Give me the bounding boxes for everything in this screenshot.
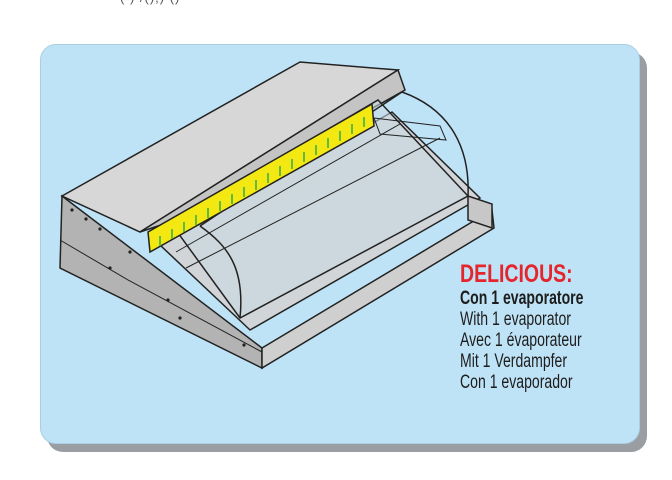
model-caption: DELICIOUS: Con 1 evaporatore With 1 evap… (460, 262, 640, 394)
base-front-face (261, 208, 495, 370)
glass-back-curve (401, 91, 469, 197)
caption-line-french: Avec 1 évaporateur (460, 330, 582, 351)
right-end-cap (467, 194, 493, 230)
evaporator-fins (159, 117, 365, 246)
glass-front-curve (199, 225, 242, 319)
tray-inner-plate (373, 117, 447, 141)
caption-line-italian: Con 1 evaporatore (460, 288, 584, 309)
base-step-line (59, 239, 263, 353)
caption-line-spanish: Con 1 evaporador (460, 372, 573, 393)
tray-rail-front (185, 137, 441, 269)
side-screws (70, 208, 246, 347)
evaporator-strip (147, 102, 375, 254)
caption-line-english: With 1 evaporator (460, 309, 571, 330)
tray-rail-back (175, 123, 401, 253)
caption-line-german: Mit 1 Verdampfer (460, 351, 568, 372)
model-name: DELICIOUS: (460, 260, 573, 288)
